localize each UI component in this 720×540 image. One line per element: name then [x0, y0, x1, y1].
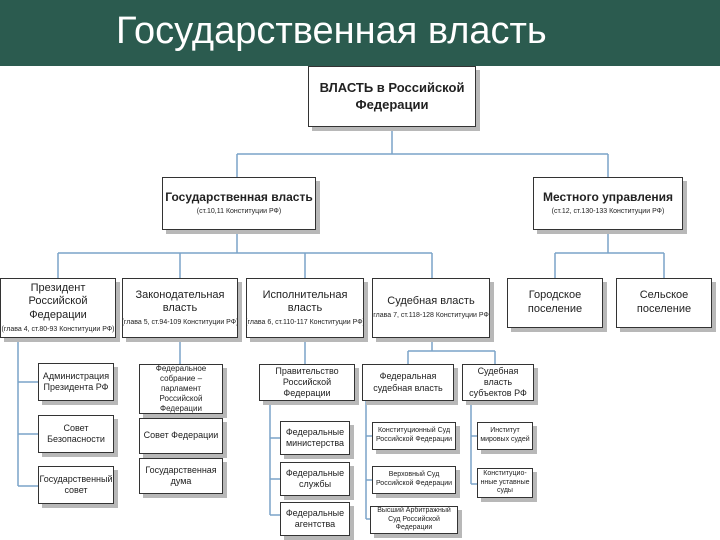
president-item-label: Совет Безопасности [47, 422, 105, 444]
root-power-box: ВЛАСТЬ в Российской Федерации [308, 66, 476, 127]
rural-settlement-box: Сельское поселение [616, 278, 712, 328]
judicial-federal-title: Федеральная судебная власть [373, 371, 443, 393]
state-power-ref: (ст.10,11 Конституции РФ) [196, 208, 282, 216]
executive-item-box: Федеральные агентства [280, 502, 350, 536]
connector-lines [17, 127, 665, 520]
legislative-item-box: Государственная дума [139, 458, 223, 494]
president-item-label: Государственный совет [39, 473, 113, 495]
executive-item-box: Федеральные министерства [280, 421, 350, 455]
slide-title: Государственная власть [116, 10, 547, 52]
judicial-federal-item-box: Верховный Суд Российской Федерации [372, 466, 456, 494]
executive-item-box: Федеральные службы [280, 462, 350, 496]
president-item-box: Совет Безопасности [38, 415, 114, 453]
judicial-regional-item-box: Конституцио-нные уставные суды [477, 468, 533, 498]
judicial-ref: (глава 7, ст.118-128 Конституции РФ) [372, 312, 490, 320]
judicial-regional-item-box: Институт мировых судей [477, 422, 533, 450]
executive-item-label: Федеральные министерства [285, 426, 345, 448]
state-power-box: Государственная власть (ст.10,11 Констит… [162, 177, 316, 230]
executive-item-label: Федеральные службы [285, 467, 345, 489]
local-gov-ref: (ст.12, ст.130-133 Конституции РФ) [551, 208, 665, 216]
slide-header: Государственная власть [0, 0, 720, 66]
executive-item-box: Правительство Российской Федерации [259, 364, 355, 401]
executive-box: Исполнительная власть (глава 6, ст.110-1… [246, 278, 364, 338]
judicial-federal-box: Федеральная судебная власть [362, 364, 454, 401]
president-item-box: Государственный совет [38, 466, 114, 504]
local-gov-title: Местного управления [542, 190, 674, 205]
executive-ref: (глава 6, ст.110-117 Конституции РФ) [246, 319, 364, 327]
legislative-item-box: Совет Федерации [139, 418, 223, 454]
legislative-box: Законодательная власть (глава 5, ст.94-1… [122, 278, 238, 338]
local-gov-box: Местного управления (ст.12, ст.130-133 К… [533, 177, 683, 230]
president-ref: (глава 4, ст.80-93 Конституции РФ) [1, 325, 115, 333]
judicial-regional-box: Судебная власть субъектов РФ [462, 364, 534, 401]
judicial-regional-item-label: Конституцио-нные уставные суды [480, 469, 530, 495]
judicial-title: Судебная власть [387, 295, 475, 308]
judicial-federal-item-box: Конституционный Суд Российской Федерации [372, 422, 456, 450]
state-power-title: Государственная власть [165, 190, 313, 205]
judicial-regional-item-label: Институт мировых судей [480, 427, 530, 443]
president-title: Президент Российской Федерации [28, 281, 88, 322]
executive-item-label: Федеральные агентства [285, 507, 345, 529]
judicial-federal-item-box: Высший Арбитражный Суд Российской Федера… [370, 506, 458, 534]
legislative-title: Законодательная власть [135, 288, 225, 315]
judicial-regional-title: Судебная власть субъектов РФ [469, 365, 527, 399]
president-item-box: Администрация Президента РФ [38, 363, 114, 401]
executive-item-label: Правительство Российской Федерации [275, 365, 339, 399]
judicial-federal-item-label: Высший Арбитражный Суд Российской Федера… [377, 506, 451, 532]
legislative-item-box: Федеральное собрание – парламент Российс… [139, 364, 223, 414]
president-item-label: Администрация Президента РФ [42, 370, 110, 392]
urban-settlement-box: Городское поселение [507, 278, 603, 328]
urban-settlement-title: Городское поселение [527, 289, 583, 315]
legislative-ref: (глава 5, ст.94-109 Конституции РФ) [122, 319, 238, 327]
president-box: Президент Российской Федерации (глава 4,… [0, 278, 116, 338]
root-power-title: ВЛАСТЬ в Российской Федерации [319, 80, 465, 112]
rural-settlement-title: Сельское поселение [636, 289, 692, 315]
legislative-item-label: Государственная дума [145, 464, 217, 486]
judicial-box: Судебная власть (глава 7, ст.118-128 Кон… [372, 278, 490, 338]
legislative-item-label: Совет Федерации [143, 430, 219, 441]
judicial-federal-item-label: Верховный Суд Российской Федерации [375, 471, 453, 487]
org-chart: ВЛАСТЬ в Российской Федерации Государств… [0, 66, 720, 540]
legislative-item-label: Федеральное собрание – парламент Российс… [155, 364, 207, 413]
judicial-federal-item-label: Конституционный Суд Российской Федерации [375, 427, 453, 443]
executive-title: Исполнительная власть [262, 288, 348, 315]
